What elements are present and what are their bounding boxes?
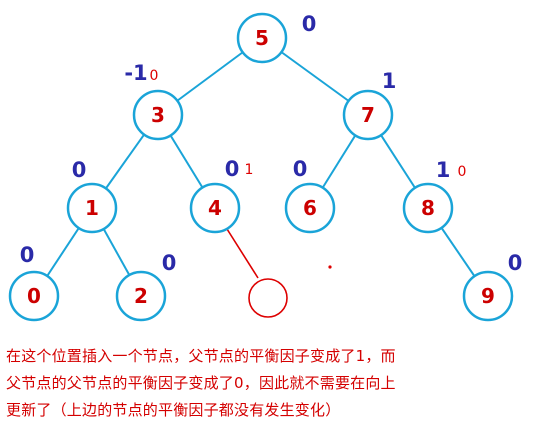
node-circle	[189, 182, 241, 234]
node-label: 3	[151, 103, 165, 127]
node-label: 0	[27, 284, 41, 308]
node-circle	[66, 182, 118, 234]
node-circle	[462, 270, 514, 322]
node-circle	[115, 270, 167, 322]
inserted-position	[226, 228, 288, 318]
balance-factor-old: 0	[20, 243, 35, 267]
tree-node-4: 4	[189, 182, 241, 234]
caption-line-1: 在这个位置插入一个节点，父节点的平衡因子变成了1，而	[6, 347, 396, 365]
balance-factor-old: 0	[302, 12, 317, 36]
tree-edges	[33, 37, 489, 297]
balance-factor-new: 0	[150, 68, 159, 84]
balance-factor-old: 1	[436, 158, 451, 182]
tree-node-7: 7	[342, 89, 394, 141]
node-label: 8	[421, 196, 435, 220]
tree-node-9: 9	[462, 270, 514, 322]
tree-node-1: 1	[66, 182, 118, 234]
balance-factor-old: 0	[72, 158, 87, 182]
tree-node-0: 0	[8, 270, 60, 322]
explanation-caption: 在这个位置插入一个节点，父节点的平衡因子变成了1，而 父节点的父节点的平衡因子变…	[6, 343, 531, 424]
node-label: 9	[481, 284, 495, 308]
node-label: 6	[303, 196, 317, 220]
node-circle	[132, 89, 184, 141]
tree-node-5: 5	[236, 12, 288, 64]
tree-node-6: 6	[284, 182, 336, 234]
balance-factor-old: -1	[124, 61, 147, 85]
balance-factor-old: 0	[508, 251, 523, 275]
node-circle	[342, 89, 394, 141]
node-circle	[8, 270, 60, 322]
node-label: 1	[85, 196, 99, 220]
inserted-node-placeholder	[248, 278, 288, 318]
node-label: 2	[134, 284, 148, 308]
stray-dot	[328, 265, 332, 269]
balance-factor-old: 0	[162, 251, 177, 275]
node-label: 7	[361, 103, 375, 127]
balance-factor-old: 0	[293, 157, 308, 181]
node-circle	[402, 182, 454, 234]
balance-factor-new: 0	[458, 164, 467, 180]
tree-node-8: 8	[402, 182, 454, 234]
node-circle	[236, 12, 288, 64]
node-label: 5	[255, 26, 269, 50]
tree-node-3: 3	[132, 89, 184, 141]
node-label: 4	[208, 196, 222, 220]
caption-line-2: 父节点的父节点的平衡因子变成了0，因此就不需要在向上	[6, 374, 396, 392]
caption-line-3: 更新了（上边的节点的平衡因子都没有发生变化）	[6, 401, 341, 419]
node-circle	[284, 182, 336, 234]
balance-factor-old: 0	[225, 157, 240, 181]
balance-factor-old: 1	[382, 69, 397, 93]
balance-factor-new: 1	[245, 162, 254, 178]
inserted-edge	[226, 228, 259, 279]
tree-node-2: 2	[115, 270, 167, 322]
